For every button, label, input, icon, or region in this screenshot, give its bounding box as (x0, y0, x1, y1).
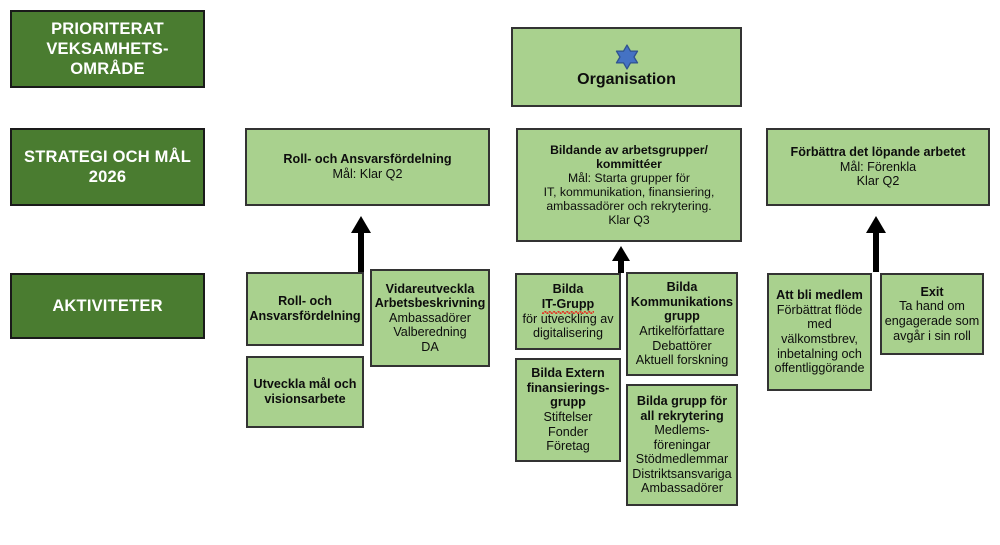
activity-title-line1: Bilda (666, 280, 698, 295)
activity-line: Aktuell forskning (635, 353, 729, 368)
activity-line: Distriktsansvariga (632, 466, 732, 481)
activity-line: offentliggörande (774, 361, 865, 376)
activity-title-line1: Bilda (552, 282, 584, 297)
activity-line: digitalisering (532, 326, 603, 341)
activity-title-line2: Arbetsbeskrivning (374, 296, 486, 311)
activity-line: Företag (546, 439, 590, 454)
activity-line: Debattörer (652, 338, 712, 353)
strategy-line: IT, kommunikation, finansiering, (543, 185, 715, 199)
activity-title-line3: grupp (550, 395, 586, 410)
activity-line: Artikelförfattare (639, 324, 725, 338)
activity-line: Ta hand om (899, 299, 965, 314)
activity-title-line2: Ansvarsfördelning (249, 309, 361, 323)
activity-title-line2: Kommunikations (630, 294, 734, 309)
activity-box-bilda-kommunikationsgrupp[interactable]: Bilda Kommunikations grupp Artikelförfat… (626, 272, 738, 376)
row-label-aktiviteter: AKTIVITETER (10, 273, 205, 339)
strategy-line: Klar Q3 (608, 213, 650, 228)
activity-title-line1: Bilda grupp för (636, 393, 728, 408)
activity-line: DA (421, 339, 439, 354)
strategy-line: Mål: Förenkla (839, 159, 917, 174)
activity-box-bilda-extern-finansieringsgrupp[interactable]: Bilda Extern finansierings- grupp Stifte… (515, 358, 621, 462)
activity-line: Ambassadörer (641, 481, 723, 496)
activity-title-line1: Exit (920, 284, 944, 299)
activity-line: Stödmedlemmar (635, 452, 729, 467)
activity-title-line1: Att bli medlem (776, 288, 863, 303)
arrow-activities-to-strategy-right (864, 216, 888, 272)
activity-title-line2: visionsarbete (264, 392, 346, 406)
activity-box-vidareutveckla-arbetsbeskrivning[interactable]: Vidareutveckla Arbetsbeskrivning Ambassa… (370, 269, 490, 367)
arrow-activities-to-strategy-left (349, 216, 373, 272)
strategy-title: Roll- och Ansvarsfördelning (283, 152, 452, 167)
activity-title-line1: Roll- och (278, 294, 332, 309)
activity-title-line2: IT-Grupp (541, 296, 595, 314)
row-label-prioriterat-veksamhetsomrade: PRIORITERAT VEKSAMHETS-OMRÅDE (10, 10, 205, 88)
strategy-title: Förbättra det löpande arbetet (790, 145, 966, 160)
organisation-box[interactable]: Organisation (511, 27, 742, 107)
row-label-line1: PRIORITERAT (51, 19, 164, 38)
activity-box-exit[interactable]: Exit Ta hand om engagerade som avgår i s… (880, 273, 984, 355)
activity-title-line3: grupp (664, 309, 700, 324)
activity-title-line1: Bilda Extern (531, 366, 605, 381)
activity-title-line2: finansierings- (526, 380, 610, 395)
activity-line: föreningar (653, 437, 711, 452)
activity-line: engagerade som (884, 314, 980, 328)
six-pointed-star-icon (614, 44, 640, 70)
arrow-activities-to-strategy-middle (609, 246, 633, 273)
activity-line: Förbättrat flöde (776, 302, 863, 317)
activity-title-line1: Vidareutveckla (385, 281, 475, 296)
organisation-title: Organisation (577, 71, 676, 89)
strategy-box-roll-och-ansvarsfordelning[interactable]: Roll- och Ansvarsfördelning Mål: Klar Q2 (245, 128, 490, 206)
activity-line: Fonder (548, 424, 588, 439)
activity-box-bilda-grupp-for-all-rekrytering[interactable]: Bilda grupp för all rekrytering Medlems-… (626, 384, 738, 506)
row-label-line2: 2026 (88, 168, 127, 186)
strategy-title-line2: kommittéer (596, 156, 662, 171)
activity-title-line1: Utveckla mål och (253, 377, 357, 392)
row-label-strategi-och-mal: STRATEGI OCH MÅL 2026 (10, 128, 205, 206)
row-label-line2: VEKSAMHETS-OMRÅDE (46, 39, 169, 79)
activity-box-bilda-it-grupp[interactable]: Bilda IT-Grupp för utveckling av digital… (515, 273, 621, 350)
strategy-box-bildande-av-arbetsgrupper[interactable]: Bildande av arbetsgrupper/ kommittéer Må… (516, 128, 742, 242)
activity-line: Stiftelser (543, 410, 593, 424)
row-label-line1: STRATEGI OCH MÅL (24, 147, 191, 166)
activity-line: Medlems- (654, 423, 710, 438)
activity-line: för utveckling av (522, 311, 614, 326)
activity-line: inbetalning och (777, 346, 862, 361)
activity-line: med (807, 317, 832, 332)
activity-box-roll-och-ansvarsfordelning[interactable]: Roll- och Ansvarsfördelning (246, 272, 364, 346)
strategy-line: ambassadörer och rekrytering. (546, 199, 712, 214)
activity-line: Valberedning (393, 325, 467, 340)
activity-line: välkomstbrev, (781, 332, 858, 346)
activity-line: Ambassadörer (389, 310, 471, 325)
strategy-line: Mål: Klar Q2 (332, 167, 403, 181)
strategy-line: Klar Q2 (856, 174, 900, 189)
strategy-title-line1: Bildande av arbetsgrupper/ (550, 142, 708, 157)
strategy-box-forbattra-det-lopande-arbetet[interactable]: Förbättra det löpande arbetet Mål: Fören… (766, 128, 990, 206)
activity-box-utveckla-mal-och-visionsarbete[interactable]: Utveckla mål och visionsarbete (246, 356, 364, 428)
activity-title-line2: all rekrytering (640, 408, 724, 423)
activity-line: avgår i sin roll (893, 328, 971, 343)
activity-box-att-bli-medlem[interactable]: Att bli medlem Förbättrat flöde med välk… (767, 273, 872, 391)
spellcheck-underlined-text: IT-Grupp (541, 296, 595, 314)
strategy-line: Mål: Starta grupper för (568, 170, 690, 185)
row-label-line1: AKTIVITETER (52, 296, 163, 315)
